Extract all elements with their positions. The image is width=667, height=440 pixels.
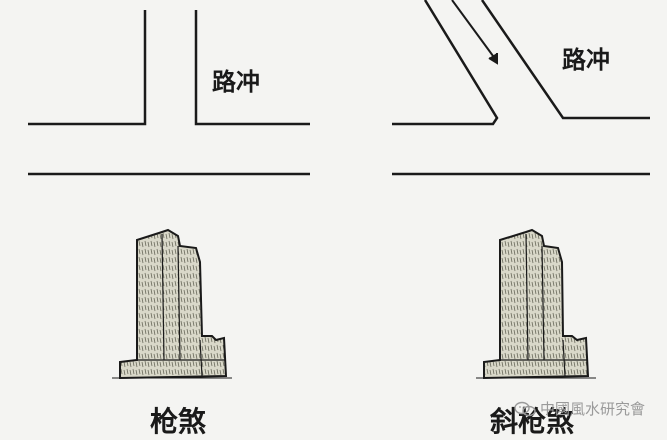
left-t-junction [28,10,310,176]
watermark: 中國風水研究會 [514,398,645,419]
left-side-road-right-edge [194,10,310,126]
right-road-label: 路冲 [562,46,610,74]
direction-arrow [451,0,498,65]
watermark-text: 中國風水研究會 [539,400,645,418]
left-side-road-left-edge [28,10,147,126]
wechat-icon [514,401,536,416]
right-oblique-junction [392,0,650,176]
right-caption: 斜枪煞 [490,405,575,438]
left-caption: 枪煞 [150,405,207,438]
right-side-road-right-edge [480,0,650,120]
left-building [112,228,232,380]
right-building [476,228,596,380]
right-side-road-left-edge [392,0,499,126]
left-road-label: 路冲 [212,68,260,96]
